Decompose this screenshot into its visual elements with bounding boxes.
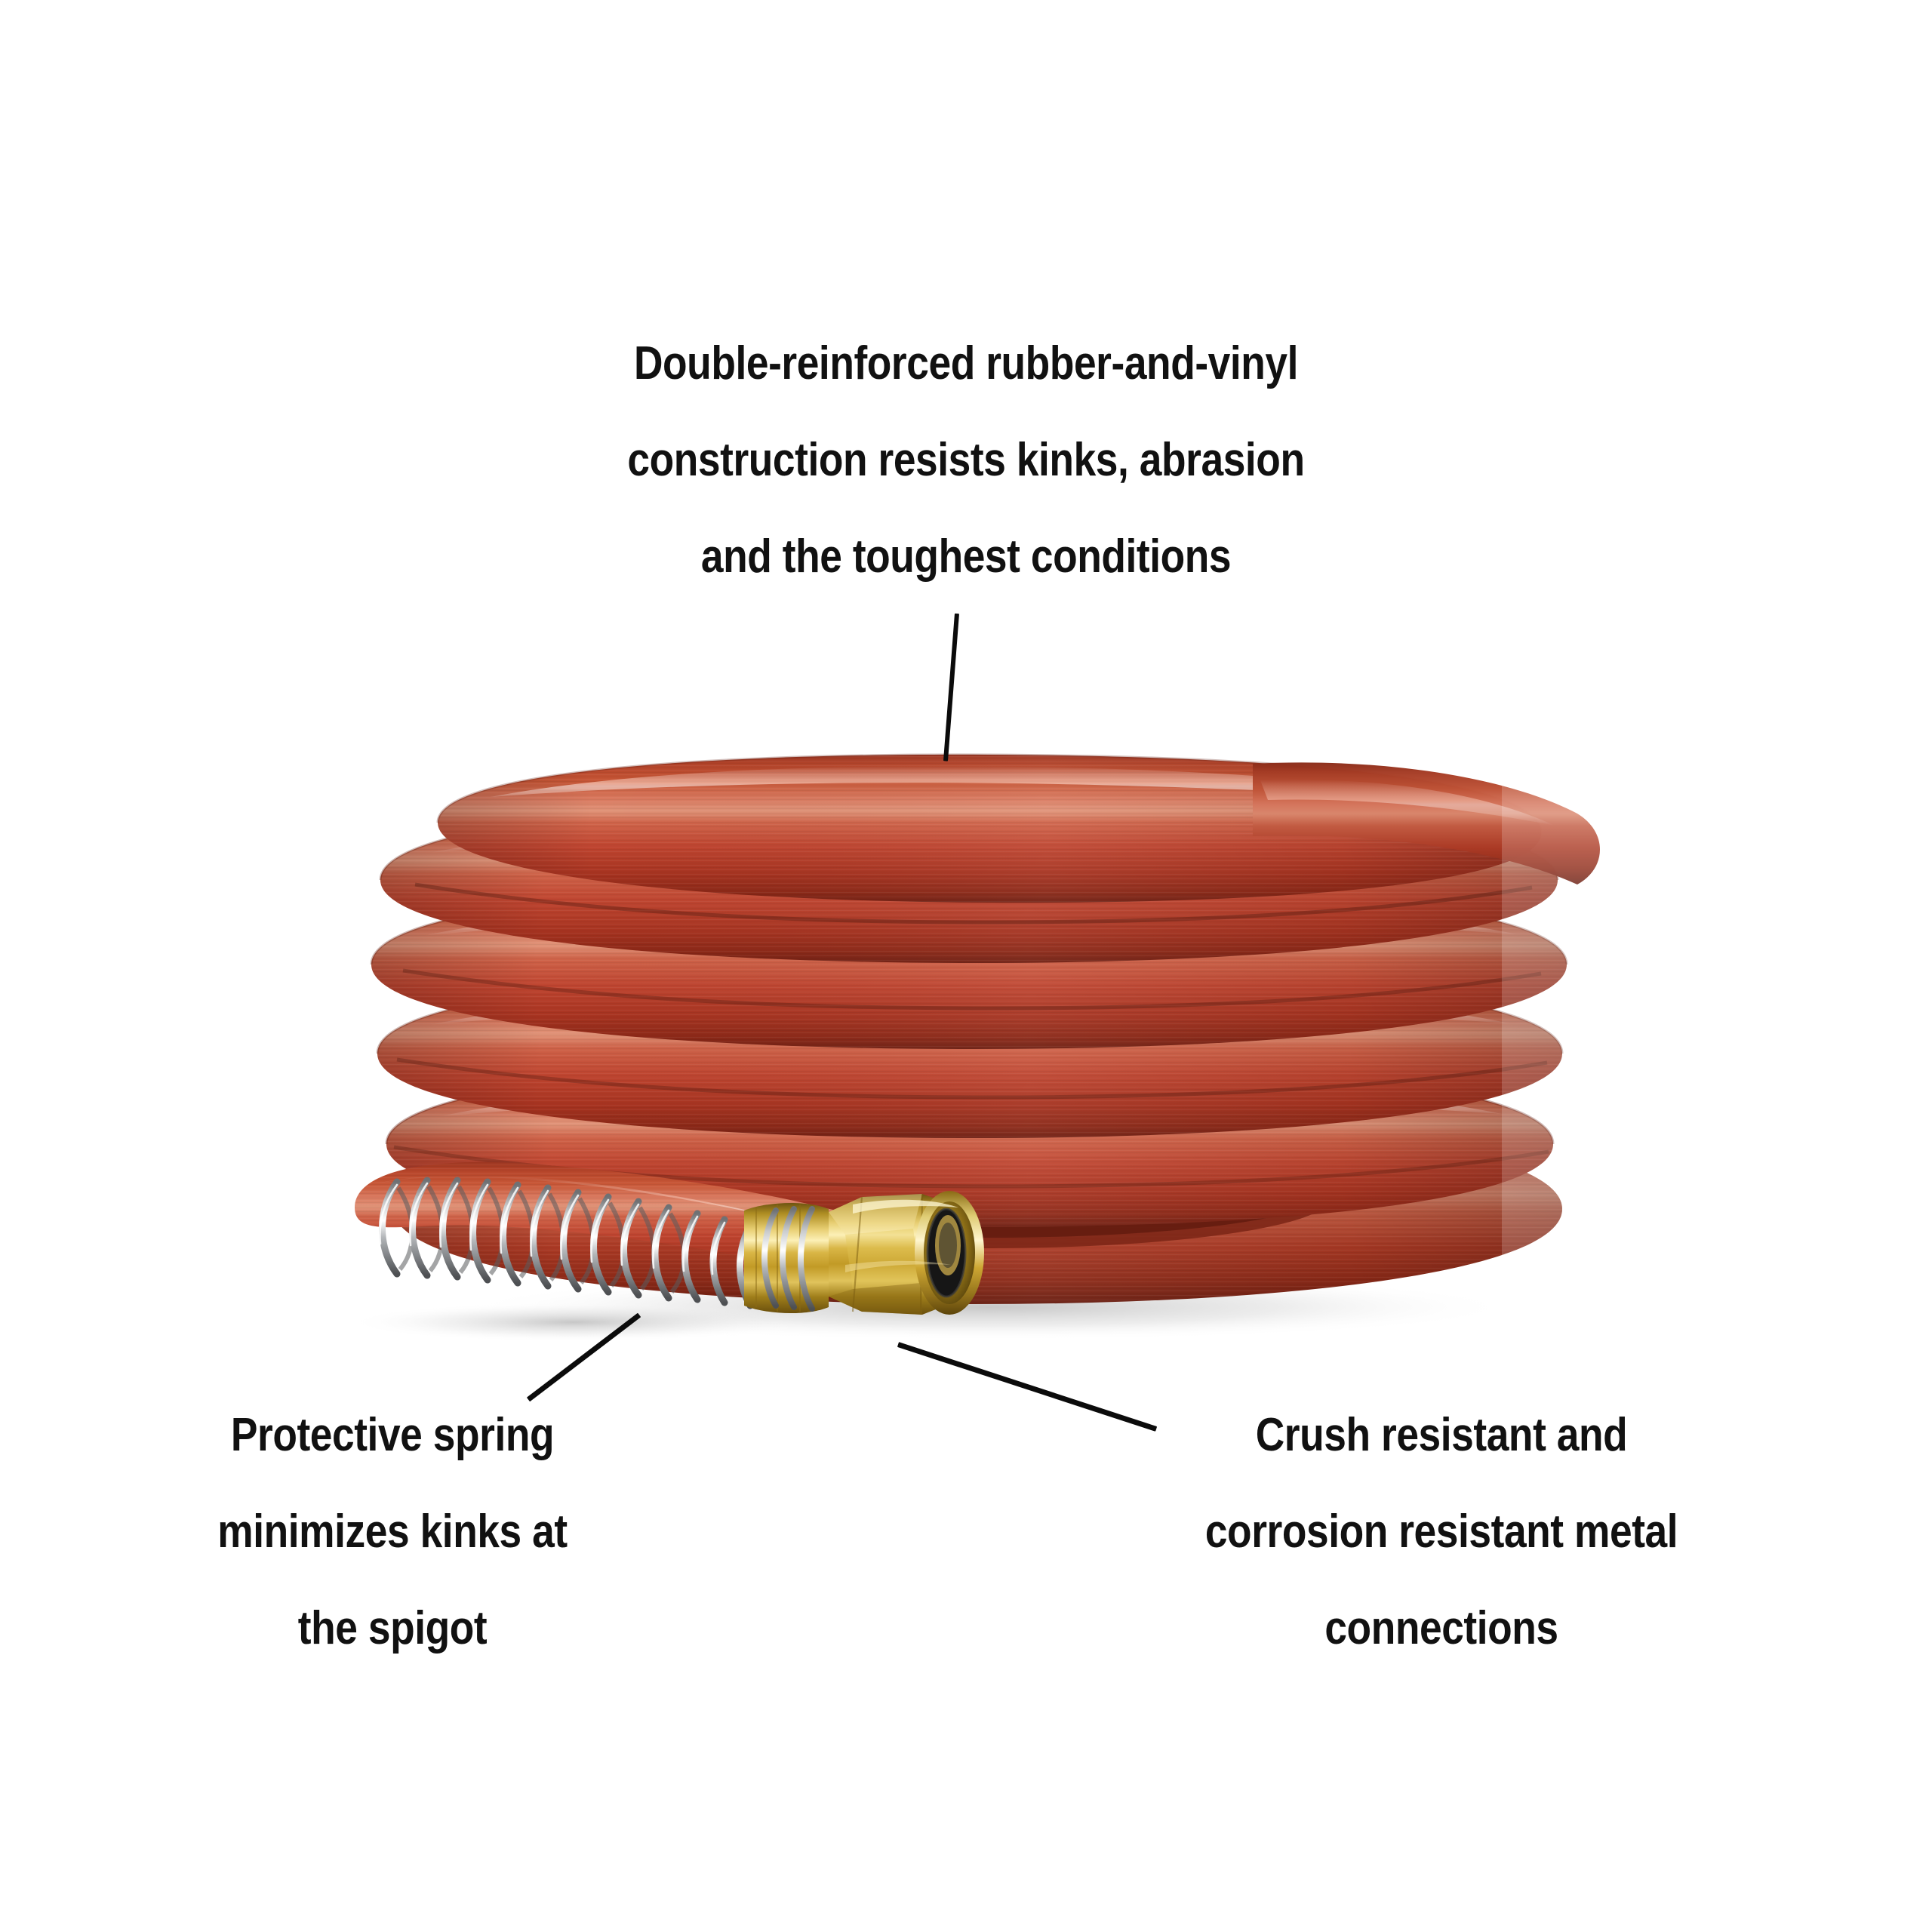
callout-connections: Crush resistant and corrosion resistant … (1149, 1387, 1734, 1677)
ground-shadow-connector (347, 1303, 800, 1342)
callout-spring-line-2: minimizes kinks at (217, 1506, 568, 1558)
callout-connections-line-1: Crush resistant and (1255, 1409, 1628, 1461)
callout-connections-line-3: connections (1324, 1602, 1558, 1654)
hose-illustration (347, 724, 1607, 1343)
loop-seams (393, 882, 1549, 1189)
callout-spring: Protective spring minimizes kinks at the… (94, 1387, 691, 1677)
brass-connector (829, 1191, 984, 1315)
hose-crossover (1253, 762, 1600, 884)
callout-construction-line-3: and the toughest conditions (700, 531, 1232, 583)
spring-collar (761, 1206, 815, 1312)
callout-construction: Double-reinforced rubber-and-vinyl const… (135, 315, 1797, 605)
callout-construction-line-1: Double-reinforced rubber-and-vinyl (633, 337, 1299, 389)
callout-connections-line-2: corrosion resistant metal (1204, 1506, 1678, 1558)
callout-spring-line-1: Protective spring (230, 1409, 555, 1461)
callout-spring-line-3: the spigot (297, 1602, 488, 1654)
hose-end-assembly (355, 1161, 984, 1315)
leader-line-connections (897, 1341, 1158, 1432)
callout-construction-line-2: construction resists kinks, abrasion (627, 434, 1305, 486)
product-photo (325, 724, 1607, 1343)
